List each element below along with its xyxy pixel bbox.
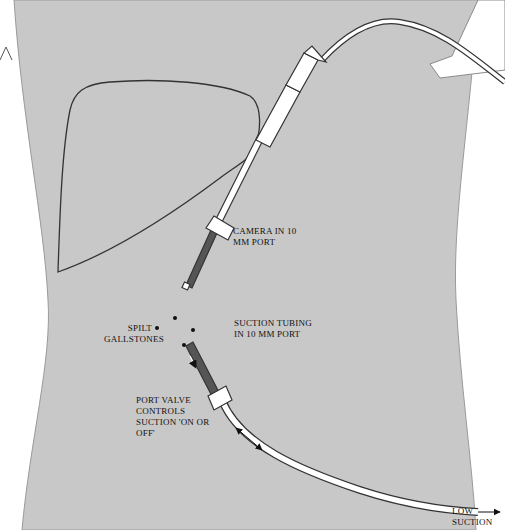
callout-label: LOW SUCTION	[452, 506, 502, 528]
liver-outline	[58, 81, 260, 272]
suction-tube	[222, 400, 478, 512]
callout-label: PORT VALVE CONTROLS SUCTION 'ON OR OFF'	[136, 395, 212, 439]
camera-cable	[322, 21, 505, 82]
movement-arrow	[236, 428, 262, 450]
top-left-mark	[0, 47, 12, 60]
gallstones	[155, 316, 195, 347]
callout-label: CAMERA IN 10 MM PORT	[233, 226, 313, 248]
torso	[14, 0, 478, 530]
laparoscope	[182, 46, 326, 290]
callout-label: SPILT GALLSTONES	[104, 323, 152, 345]
suction-port	[186, 342, 232, 410]
callout-label: SUCTION TUBING IN 10 MM PORT	[234, 318, 314, 340]
